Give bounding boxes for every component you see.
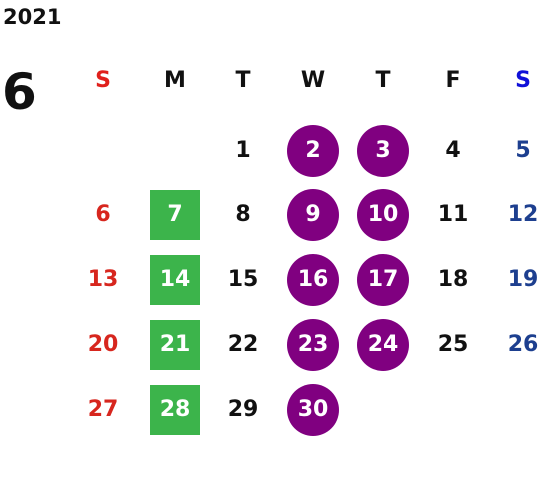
calendar-day-12[interactable]: 12 — [507, 202, 539, 227]
calendar-day-21[interactable]: 21 — [150, 320, 200, 370]
calendar-day-27[interactable]: 27 — [87, 397, 119, 422]
weekday-header-sunday: S — [95, 68, 111, 93]
calendar-day-19[interactable]: 19 — [507, 267, 539, 292]
weekday-header-monday: M — [164, 68, 186, 93]
calendar-day-25[interactable]: 25 — [437, 332, 469, 357]
calendar-day-8[interactable]: 8 — [235, 202, 251, 227]
calendar-day-6[interactable]: 6 — [95, 202, 111, 227]
calendar-day-5[interactable]: 5 — [515, 138, 531, 163]
calendar-day-23[interactable]: 23 — [287, 319, 339, 371]
calendar-day-30[interactable]: 30 — [287, 384, 339, 436]
weekday-header-saturday: S — [515, 68, 531, 93]
calendar-day-22[interactable]: 22 — [227, 332, 259, 357]
calendar-day-28[interactable]: 28 — [150, 385, 200, 435]
calendar-day-13[interactable]: 13 — [87, 267, 119, 292]
month-number: 6 — [2, 63, 37, 121]
calendar-day-3[interactable]: 3 — [357, 125, 409, 177]
calendar-day-20[interactable]: 20 — [87, 332, 119, 357]
calendar-day-18[interactable]: 18 — [437, 267, 469, 292]
calendar-day-24[interactable]: 24 — [357, 319, 409, 371]
calendar-day-15[interactable]: 15 — [227, 267, 259, 292]
calendar-day-11[interactable]: 11 — [437, 202, 469, 227]
weekday-header-tuesday: T — [235, 68, 251, 93]
calendar-day-4[interactable]: 4 — [445, 138, 461, 163]
year-label: 2021 — [3, 5, 62, 29]
weekday-header-wednesday: W — [300, 68, 326, 93]
calendar-day-17[interactable]: 17 — [357, 254, 409, 306]
calendar-day-1[interactable]: 1 — [235, 138, 251, 163]
calendar-day-10[interactable]: 10 — [357, 189, 409, 241]
calendar-day-29[interactable]: 29 — [227, 397, 259, 422]
calendar-day-9[interactable]: 9 — [287, 189, 339, 241]
calendar-day-2[interactable]: 2 — [287, 125, 339, 177]
calendar-day-26[interactable]: 26 — [507, 332, 539, 357]
calendar-day-16[interactable]: 16 — [287, 254, 339, 306]
calendar-day-7[interactable]: 7 — [150, 190, 200, 240]
weekday-header-thursday: T — [375, 68, 391, 93]
calendar-day-14[interactable]: 14 — [150, 255, 200, 305]
weekday-header-friday: F — [445, 68, 461, 93]
